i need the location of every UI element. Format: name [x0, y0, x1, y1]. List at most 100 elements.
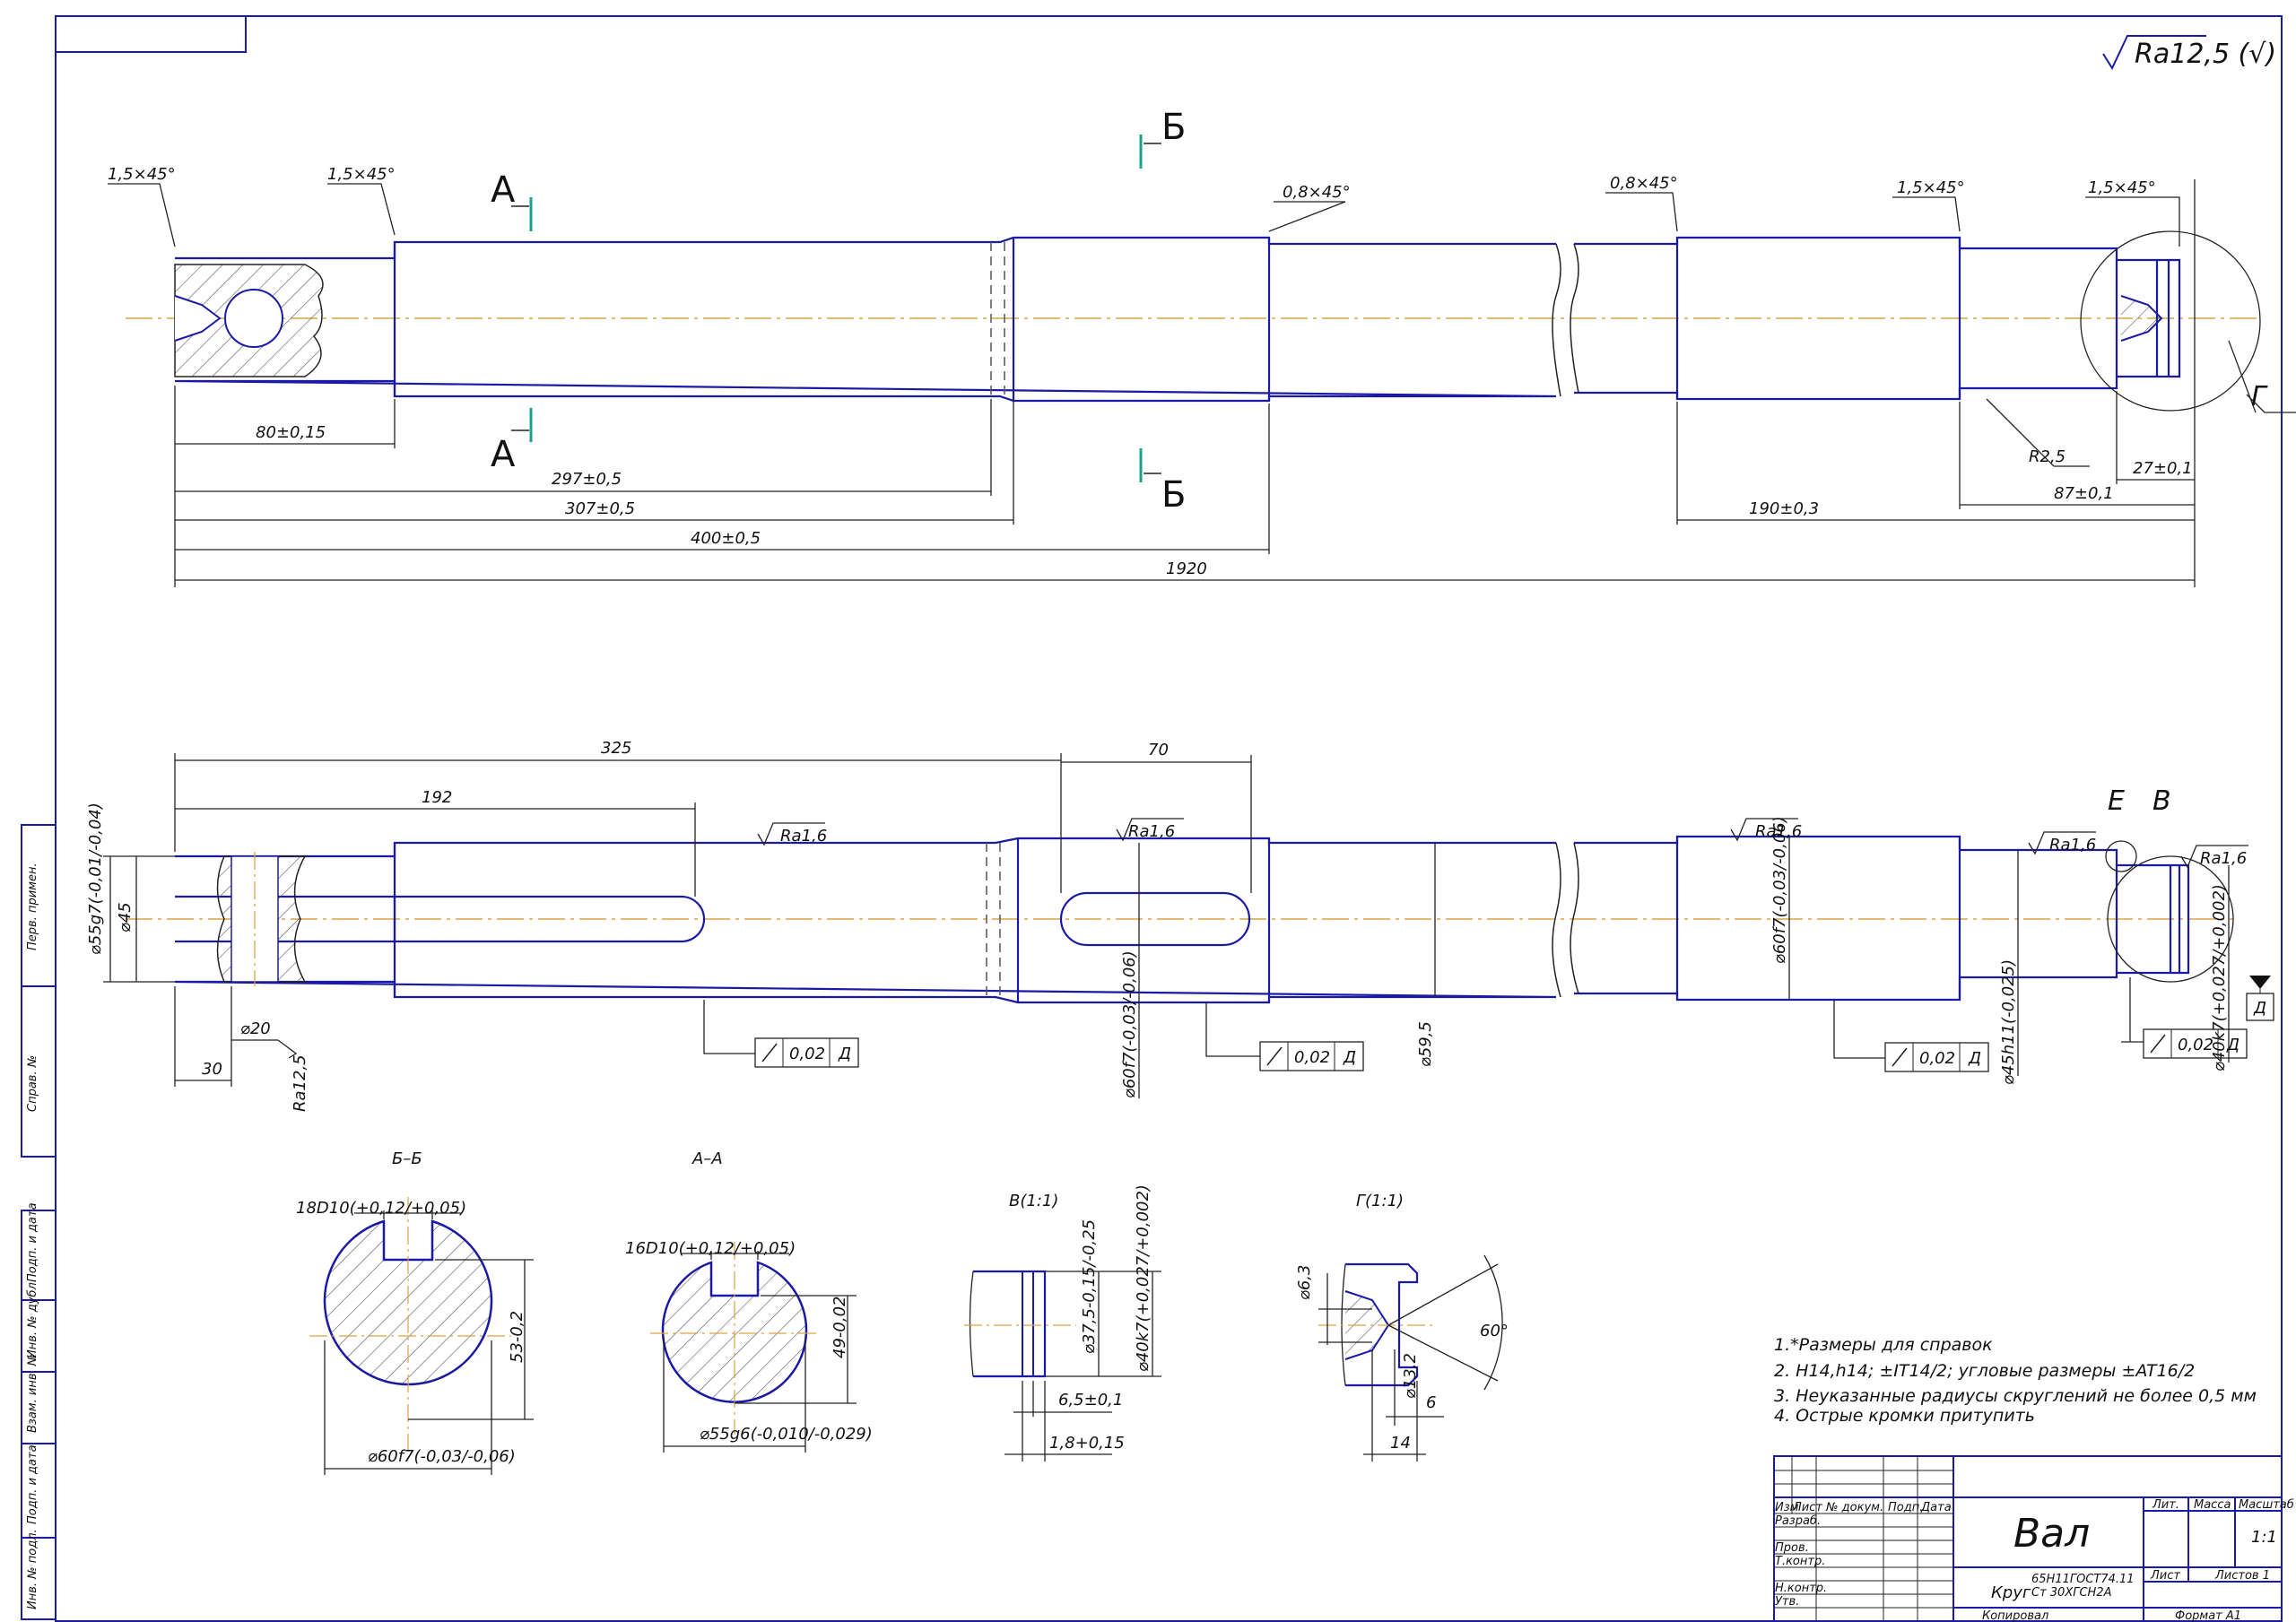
detail-length: 6: [1426, 1393, 1436, 1412]
chamfer-dim: 1,5×45°: [1897, 178, 1965, 197]
dim-30: 30: [202, 1060, 222, 1079]
detail-label-g: Г: [2251, 381, 2268, 412]
dim-307: 307±0,5: [565, 499, 635, 518]
detail-dia: ⌀37,5-0,15/-0,25: [1080, 1219, 1099, 1354]
roughness-marks: [277, 818, 2248, 1059]
dimension-lines: [174, 179, 2196, 587]
roughness-text: Ra1,6: [1128, 822, 1175, 841]
dim-190: 190±0,3: [1749, 499, 1819, 518]
frame: [55, 15, 2283, 1622]
tb-row: Утв.: [1775, 1595, 1799, 1609]
tb-row: Н.контр.: [1775, 1582, 1827, 1595]
dim-192: 192: [422, 788, 452, 807]
detail-v: В(1:1) ⌀37,5-0,15/-0,25 ⌀40k7(+0,027/+0,…: [964, 1184, 1161, 1462]
tb-copied: Копировал: [1982, 1609, 2048, 1622]
section-bb: Б–Б 18D10(+0,12/+0,05) 53-0,2 ⌀60f7(-0,0…: [296, 1149, 534, 1475]
detail-length: 14: [1390, 1434, 1411, 1453]
roughness-text: Ra1,6: [2200, 849, 2247, 868]
general-roughness: Ra12,5 (√): [2102, 35, 2276, 71]
section-label-a-bottom: А: [491, 434, 516, 475]
tb-row: Разраб.: [1775, 1514, 1821, 1528]
detail-width: 1,8+0,15: [1049, 1434, 1125, 1453]
shaft-outline: [174, 236, 2181, 403]
section-dia: ⌀55g6(-0,010/-0,029): [700, 1425, 873, 1444]
dim-400: 400±0,5: [691, 529, 761, 548]
detail-label-e: Е: [2108, 785, 2125, 817]
chamfer-dim: 0,8×45°: [1610, 174, 1678, 193]
stamp-label: Подп. и дата: [26, 1202, 39, 1282]
detail-g: Г(1:1) ⌀6,3 ⌀13,2 60° 14 6: [1295, 1192, 1509, 1462]
tb-header: Масштаб: [2239, 1498, 2294, 1512]
detail-dia: ⌀6,3: [1295, 1265, 1314, 1300]
tolerance-datum: Д: [1968, 1049, 1981, 1068]
tb-header: Лит.: [2152, 1498, 2179, 1512]
tolerance-datum: Д: [838, 1045, 851, 1063]
detail-title: Г(1:1): [1356, 1192, 1404, 1210]
dim-1920: 1920: [1166, 559, 1207, 578]
tolerance-value: 0,02: [2178, 1036, 2213, 1054]
detail-width: 6,5±0,1: [1058, 1391, 1123, 1409]
dim-297: 297±0,5: [552, 470, 622, 489]
section-label-b-bottom: Б: [1161, 474, 1186, 516]
tb-sheet: Лист: [2150, 1569, 2180, 1583]
dia-60f7-b: ⌀60f7(-0,03/-0,06): [1770, 816, 1789, 964]
dia-20: ⌀20: [240, 1019, 271, 1038]
tb-row: Т.контр.: [1775, 1555, 1825, 1568]
detail-dia: ⌀40k7(+0,027/+0,002): [1134, 1184, 1152, 1372]
dim-radius: R2,5: [2029, 447, 2066, 466]
chamfer-dim: 0,8×45°: [1283, 183, 1351, 202]
note-line: 2. H14,h14; ±IT14/2; угловые размеры ±AT…: [1774, 1361, 2195, 1381]
section-title: Б–Б: [392, 1149, 422, 1168]
material-bottom: Ст 30ХГСН2А: [2031, 1586, 2112, 1600]
stamp-label: Справ. №: [26, 1055, 39, 1112]
dim-70: 70: [1148, 741, 1169, 759]
section-title: А–А: [691, 1149, 723, 1168]
tolerance-frame: 0,02 Д: [2121, 977, 2248, 1059]
section-marks: [529, 134, 1143, 482]
dia-40k7: ⌀40k7(+0,027/+0,002): [2210, 884, 2229, 1071]
tolerance-value: 0,02: [789, 1045, 825, 1063]
stamp-label: Инв. № подл.: [26, 1529, 39, 1609]
dim-80: 80±0,15: [256, 423, 326, 442]
section-dia: ⌀60f7(-0,03/-0,06): [368, 1447, 516, 1466]
chamfer-dim: 1,5×45°: [108, 165, 176, 184]
top-view: Г А А Б Б 1,5×45° 1,5×45° 0,8×45° 0,8×45…: [108, 107, 2296, 587]
tb-header: Масса: [2194, 1498, 2231, 1512]
section-label-b-top: Б: [1161, 107, 1186, 148]
detail-title: В(1:1): [1009, 1192, 1058, 1210]
tb-sheets: Листов 1: [2214, 1569, 2270, 1583]
tolerance-datum: Д: [1343, 1048, 1356, 1067]
tb-row: Пров.: [1775, 1541, 1809, 1555]
detail-dia: ⌀13,2: [1401, 1353, 1420, 1399]
chamfer-dim: 1,5×45°: [2088, 178, 2156, 197]
dim-87: 87±0,1: [2054, 484, 2114, 503]
tb-col: № докум.: [1825, 1501, 1883, 1514]
technical-notes: 1.*Размеры для справок 2. H14,h14; ±IT14…: [1774, 1335, 2257, 1426]
note-line: 1.*Размеры для справок: [1774, 1335, 1993, 1355]
chamfer-leaders: [108, 183, 2180, 247]
part-name: Вал: [2013, 1511, 2090, 1557]
chamfer-dim: 1,5×45°: [327, 165, 396, 184]
side-stamp-labels: Перв. примен. Справ. № Подп. и дата Инв.…: [26, 863, 39, 1609]
stamp-label: Перв. примен.: [26, 863, 39, 950]
tolerance-frame: 0,02 Д: [703, 1000, 859, 1068]
dia-45h11: ⌀45h11(-0,025): [1999, 959, 2018, 1085]
tolerance-datum: Д: [2226, 1036, 2239, 1054]
detail-angle: 60°: [1480, 1322, 1509, 1340]
note-line: 4. Острые кромки притупить: [1774, 1406, 2035, 1426]
roughness-text: Ra12,5: [291, 1054, 309, 1112]
roughness-text: Ra1,6: [780, 827, 827, 846]
title-block: Изм Лист № докум. Подп. Дата Разраб. Про…: [1773, 1455, 2294, 1622]
dia-60f7-a: ⌀60f7(-0,03/-0,06): [1120, 950, 1139, 1098]
tb-col: Лист: [1792, 1501, 1822, 1514]
key-width: 16D10(+0,12/+0,05): [625, 1239, 796, 1258]
key-depth: 53-0,2: [508, 1311, 526, 1363]
tb-col: Подп.: [1888, 1501, 1923, 1514]
tolerance-frame: 0,02 Д: [1205, 1002, 1364, 1071]
general-roughness-text: Ra12,5 (√): [2135, 39, 2276, 70]
note-line: 3. Неуказанные радиусы скруглений не бол…: [1774, 1386, 2257, 1406]
tb-scale: 1:1: [2251, 1528, 2277, 1547]
dia-59-5: ⌀59,5: [1416, 1021, 1435, 1067]
stamp-label: Взам. инв. №: [26, 1354, 39, 1433]
